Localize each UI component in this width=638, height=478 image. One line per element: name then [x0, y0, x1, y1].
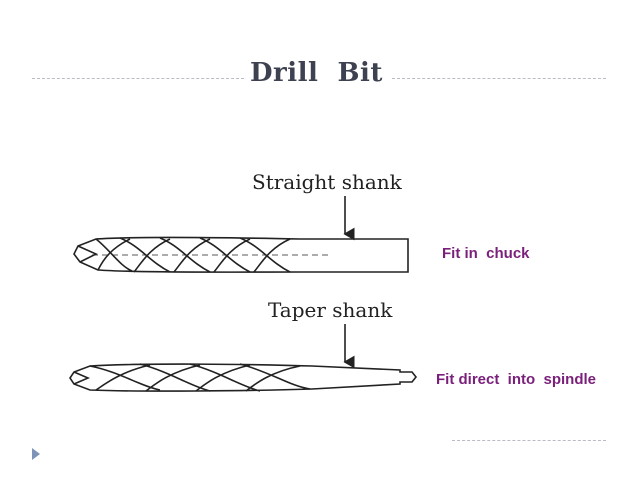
bullet-icon	[32, 448, 40, 460]
straight-shank-note: Fit in chuck	[442, 245, 530, 262]
top-rule-right	[392, 78, 606, 79]
slide-title: Drill Bit	[246, 58, 387, 88]
taper-shank-note: Fit direct into spindle	[436, 371, 597, 388]
straight-shank-label: Straight shank	[252, 170, 402, 194]
taper-shank-drill	[69, 324, 418, 392]
bottom-rule	[452, 440, 606, 441]
straight-shank-drill	[73, 196, 409, 273]
taper-shank-label: Taper shank	[268, 298, 393, 322]
top-rule-left	[32, 78, 244, 79]
